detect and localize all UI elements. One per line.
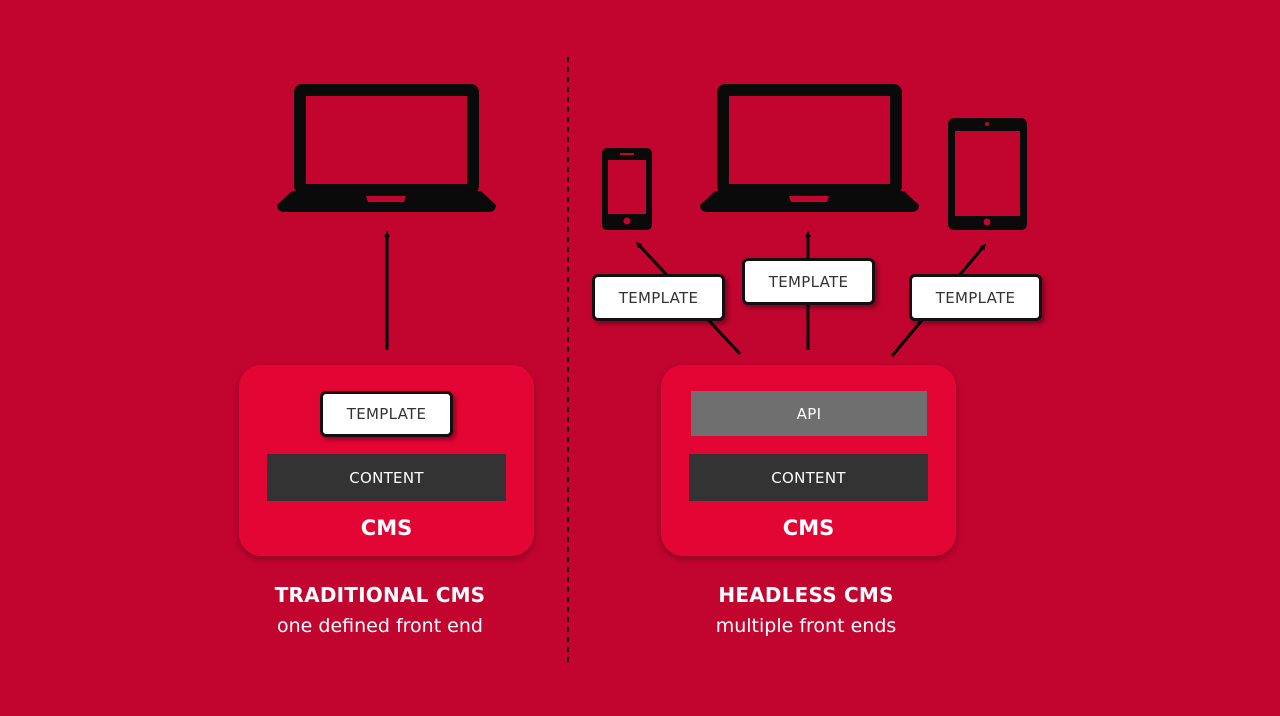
traditional-cms-label: CMS bbox=[360, 516, 413, 540]
headless-caption-title: HEADLESS CMS bbox=[718, 583, 894, 607]
headless-template-box: TEMPLATE bbox=[592, 274, 725, 321]
headless-cms-box: API CONTENT CMS bbox=[661, 365, 956, 556]
laptop-icon bbox=[277, 84, 496, 212]
headless-caption-subtitle: multiple front ends bbox=[715, 615, 897, 637]
headless-content-bar: CONTENT bbox=[689, 454, 928, 501]
tablet-icon bbox=[948, 118, 1027, 230]
traditional-template-box: TEMPLATE bbox=[320, 391, 453, 437]
headless-template-box: TEMPLATE bbox=[742, 258, 875, 305]
traditional-cms-box: TEMPLATE CONTENT CMS bbox=[239, 365, 534, 556]
traditional-caption: TRADITIONAL CMS one defined front end bbox=[230, 583, 530, 637]
headless-template-box: TEMPLATE bbox=[909, 274, 1042, 321]
headless-api-bar: API bbox=[691, 391, 927, 436]
traditional-caption-subtitle: one defined front end bbox=[277, 615, 483, 637]
phone-icon bbox=[602, 148, 652, 230]
laptop-icon bbox=[700, 84, 919, 212]
traditional-caption-title: TRADITIONAL CMS bbox=[274, 583, 486, 607]
headless-cms-label: CMS bbox=[782, 516, 835, 540]
headless-caption: HEADLESS CMS multiple front ends bbox=[656, 583, 956, 637]
traditional-content-bar: CONTENT bbox=[267, 454, 506, 501]
